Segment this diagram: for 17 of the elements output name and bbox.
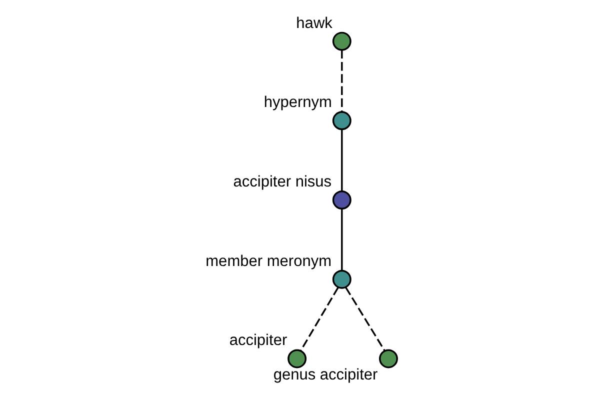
node-circle [332,32,351,51]
node-circle [332,270,351,289]
node-label: accipiter [228,332,287,350]
connector [340,129,342,192]
connector [300,287,338,351]
node-circle [378,349,398,368]
node-label: hypernym [263,94,332,112]
node-label: genus accipiter [272,366,378,384]
connector [344,287,385,351]
node-circle [332,190,351,210]
node-label: hawk [296,14,332,32]
node-circle [287,349,306,368]
connector [340,50,342,112]
node-label: member meronym [205,252,332,270]
node-label: accipiter nisus [232,174,332,191]
node-circle [332,111,351,130]
connector [340,208,342,270]
